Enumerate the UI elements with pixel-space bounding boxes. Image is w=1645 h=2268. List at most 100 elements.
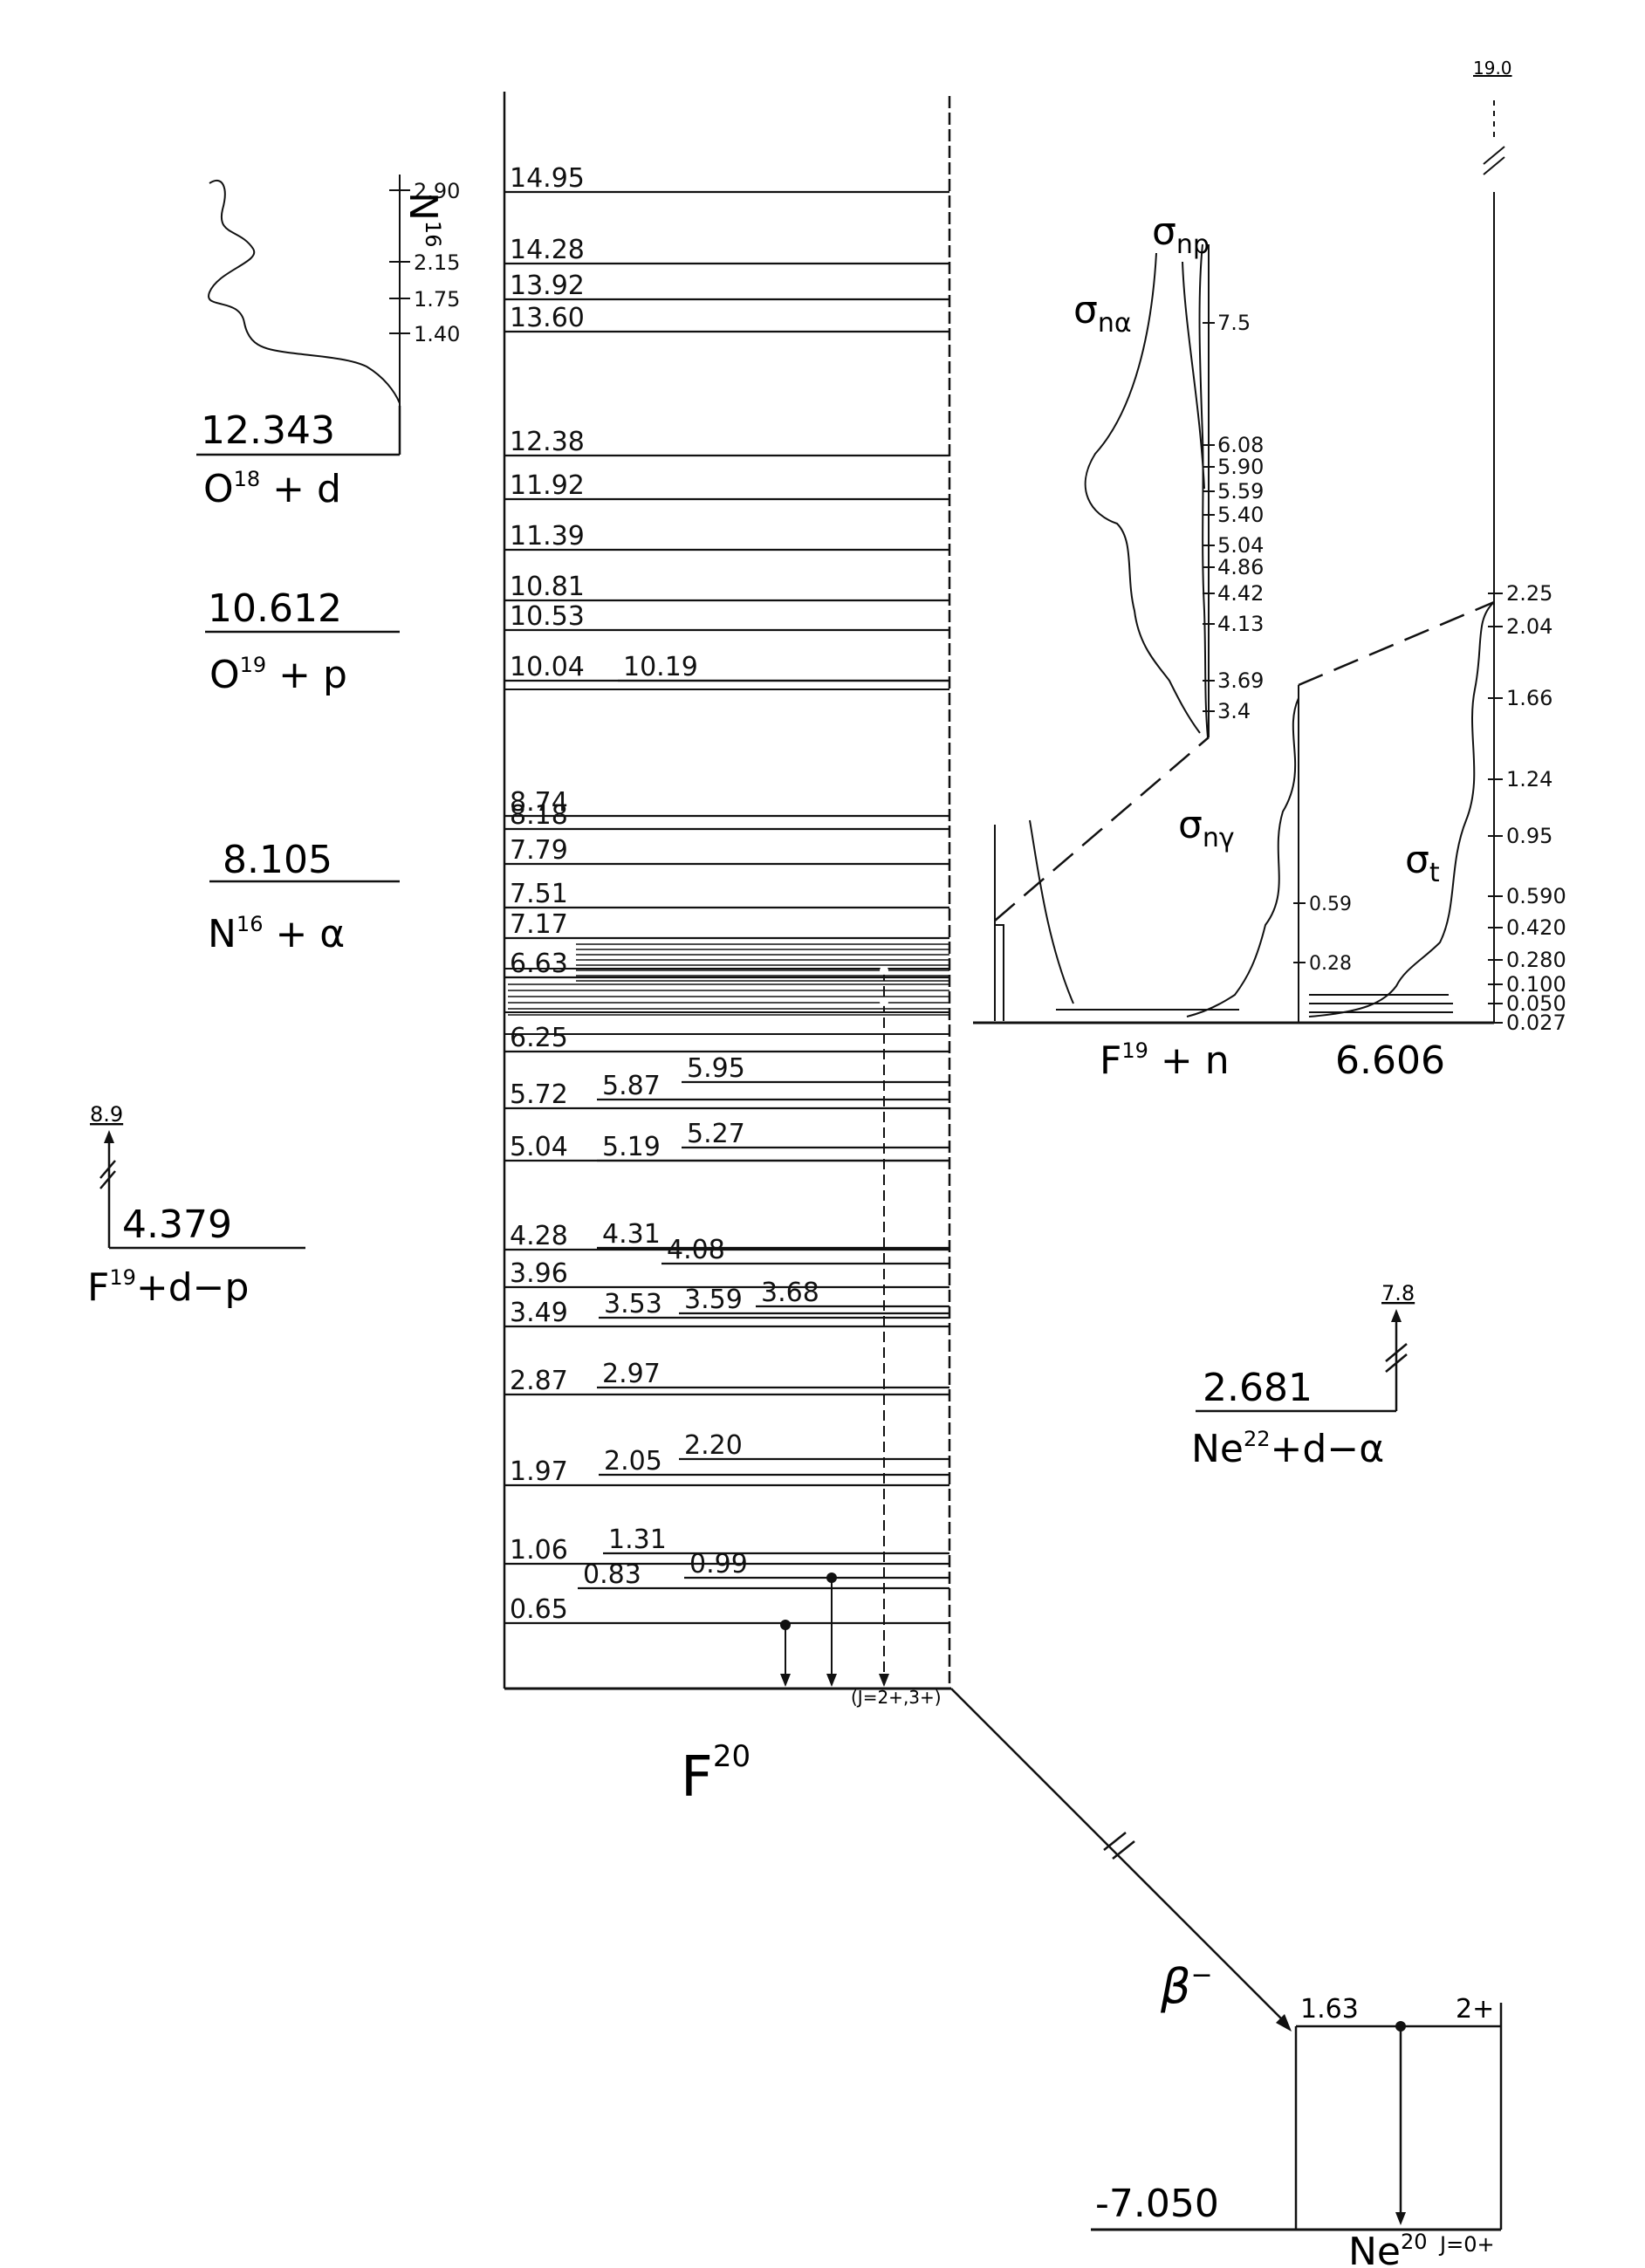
t-tick-label: 0.027 [1506,1011,1566,1035]
t-tick-label: 2.04 [1506,614,1552,639]
f20-level-label: 4.08 [667,1235,725,1265]
f20-level-label: 13.60 [510,303,585,333]
f20-level-label: 6.25 [510,1023,568,1053]
threshold-n16a: 8.105 N16 + α [208,838,400,956]
np-tick-label: 4.42 [1217,581,1264,606]
sigma-np-ticks: 7.5 6.085.905.595.40 5.044.864.42 4.13 3.69 3… [1203,311,1264,723]
threshold-ne22da: 7.8 2.681 Ne22+d−α [1191,1281,1415,1471]
f20-level-label: 5.87 [602,1071,661,1101]
svg-text:4.379: 4.379 [122,1203,232,1247]
np-tick-label: 4.86 [1217,555,1264,579]
n16-tick-label: 2.15 [414,250,460,275]
t-tick-label: 0.95 [1506,824,1552,848]
np-tick-label: 5.90 [1217,455,1264,479]
n16-tick-label: 2.90 [414,179,460,203]
f20-level-label: 5.19 [602,1132,661,1162]
threshold-o19p: 10.612 O19 + p [205,586,400,697]
t-tick-label: 1.24 [1506,767,1552,791]
gamma-transition-arrows [780,966,889,1687]
threshold-o18d: 12.343 O18 + d [196,406,401,511]
f20-level-lines [504,190,949,1625]
ne20-level-energy: 1.63 [1300,1994,1359,2025]
t-tick-label: 1.66 [1506,686,1552,710]
ng-tick-label: 0.28 [1309,953,1352,975]
f20-level-labels: 14.9514.2813.9213.6012.3811.9211.3910.81… [510,163,819,1625]
f20-level-label: 3.49 [510,1298,568,1328]
n16-spectrum-panel [208,175,401,406]
f20-level-label: 5.27 [687,1119,745,1149]
svg-text:19.0: 19.0 [1473,58,1512,79]
f20-level-label: 7.51 [510,879,568,909]
n16-label: N16 [401,192,445,247]
sigma-np-label: σnp [1152,209,1210,260]
neutron-resonance-panel: 19.0 [973,58,1512,1024]
f20-level-label: 10.19 [623,652,698,682]
np-tick-label: 3.69 [1217,668,1264,693]
ne20-threshold-energy: -7.050 [1095,2182,1219,2226]
f20-level-label: 2.97 [602,1359,661,1389]
svg-text:7.8: 7.8 [1381,1281,1415,1305]
np-tick-label: 5.59 [1217,479,1264,504]
f19n-threshold-energy: 6.606 [1335,1038,1445,1083]
svg-text:N16 + α: N16 + α [208,912,345,956]
sigma-ng-ticks: 0.59 0.28 [1293,894,1352,975]
np-tick-label: 5.04 [1217,533,1264,558]
f20-level-label: 1.06 [510,1535,568,1566]
f20-level-label: 0.83 [583,1559,641,1590]
f20-level-label: 0.99 [689,1549,748,1579]
nucleus-label: F20 [681,1739,751,1810]
f20-level-label: 14.28 [510,235,585,265]
threshold-f19dp: 8.9 4.379 F19+d−p [87,1102,305,1310]
f20-level-label: 1.31 [608,1525,667,1555]
np-tick-label: 3.4 [1217,699,1251,723]
f20-level-label: 14.95 [510,163,585,194]
f20-level-label: 3.53 [604,1289,662,1319]
np-tick-label: 5.40 [1217,503,1264,527]
f20-level-label: 11.92 [510,470,585,501]
ground-spin-label: (J=2+,3+) [851,1687,942,1708]
f20-level-label: 5.95 [687,1053,745,1084]
f20-level-label: 3.96 [510,1258,568,1289]
ng-tick-label: 0.59 [1309,894,1352,915]
f20-level-label: 11.39 [510,521,585,552]
svg-text:10.612: 10.612 [208,586,342,631]
sigma-ng-label: σnγ [1178,803,1235,853]
f20-level-label: 4.28 [510,1221,568,1251]
f20-level-label: 5.04 [510,1132,568,1162]
f20-level-label: 5.72 [510,1079,568,1110]
svg-text:8.9: 8.9 [90,1102,123,1127]
f20-level-label: 2.87 [510,1366,568,1396]
f19n-reaction-label: F19 + n [1100,1038,1230,1083]
f20-level-label: 4.31 [602,1219,661,1250]
f20-level-label: 10.81 [510,572,585,602]
svg-text:F19+d−p: F19+d−p [87,1265,249,1310]
ne20-label: Ne20 [1348,2230,1428,2268]
f20-level-label: 2.20 [684,1430,743,1461]
beta-decay-arrow [950,1688,1292,2032]
np-tick-label: 4.13 [1217,612,1264,636]
f20-level-label: 3.68 [761,1278,819,1308]
f20-level-label: 10.53 [510,601,585,632]
svg-text:8.105: 8.105 [223,838,332,882]
t-tick-label: 2.25 [1506,581,1552,606]
n16-tick-label: 1.40 [414,322,460,346]
ne20-level-spin: 2+ [1456,1994,1494,2025]
f20-level-label: 2.05 [604,1446,662,1477]
t-tick-label: 0.590 [1506,884,1566,908]
f20-level-label: 7.17 [510,909,568,940]
np-tick-label: 6.08 [1217,433,1264,457]
f20-level-label: 12.38 [510,427,585,457]
sigma-na-label: σnα [1073,288,1132,339]
t-tick-label: 0.280 [1506,948,1566,972]
f20-level-label: 6.63 [510,949,568,979]
ne20-levels [1091,2003,1503,2231]
n16-tick-label: 1.75 [414,287,460,312]
beta-label: β− [1160,1959,1213,2014]
np-tick-label: 7.5 [1217,311,1251,335]
ne20-ground-spin: J=0+ [1438,2232,1495,2257]
sigma-t-ticks: 2.252.041.661.240.950.5900.4200.2800.100… [1488,581,1566,1035]
f20-column [503,92,951,1690]
t-tick-label: 0.050 [1506,991,1566,1016]
svg-text:O18 + d: O18 + d [203,467,341,511]
